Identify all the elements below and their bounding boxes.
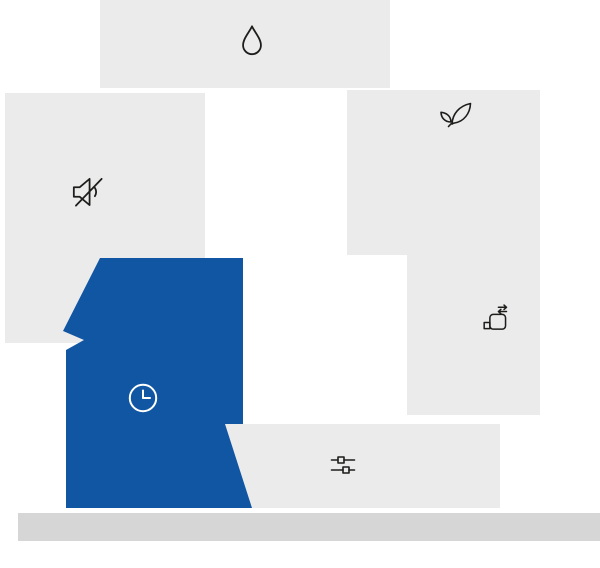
tile-eco[interactable]: [347, 90, 540, 255]
tile-settings[interactable]: [210, 424, 500, 508]
tile-hose[interactable]: [407, 255, 540, 415]
tile-water[interactable]: [100, 0, 390, 88]
bottom-bar: [18, 513, 600, 541]
mute-speaker-icon: [67, 171, 109, 213]
accent-highlight-shape[interactable]: [63, 258, 252, 508]
water-drop-icon: [239, 24, 265, 58]
sliders-icon: [327, 449, 359, 481]
hose-connection-icon: [478, 303, 516, 341]
clock-icon: [124, 379, 162, 417]
eco-leaves-icon: [436, 92, 476, 132]
